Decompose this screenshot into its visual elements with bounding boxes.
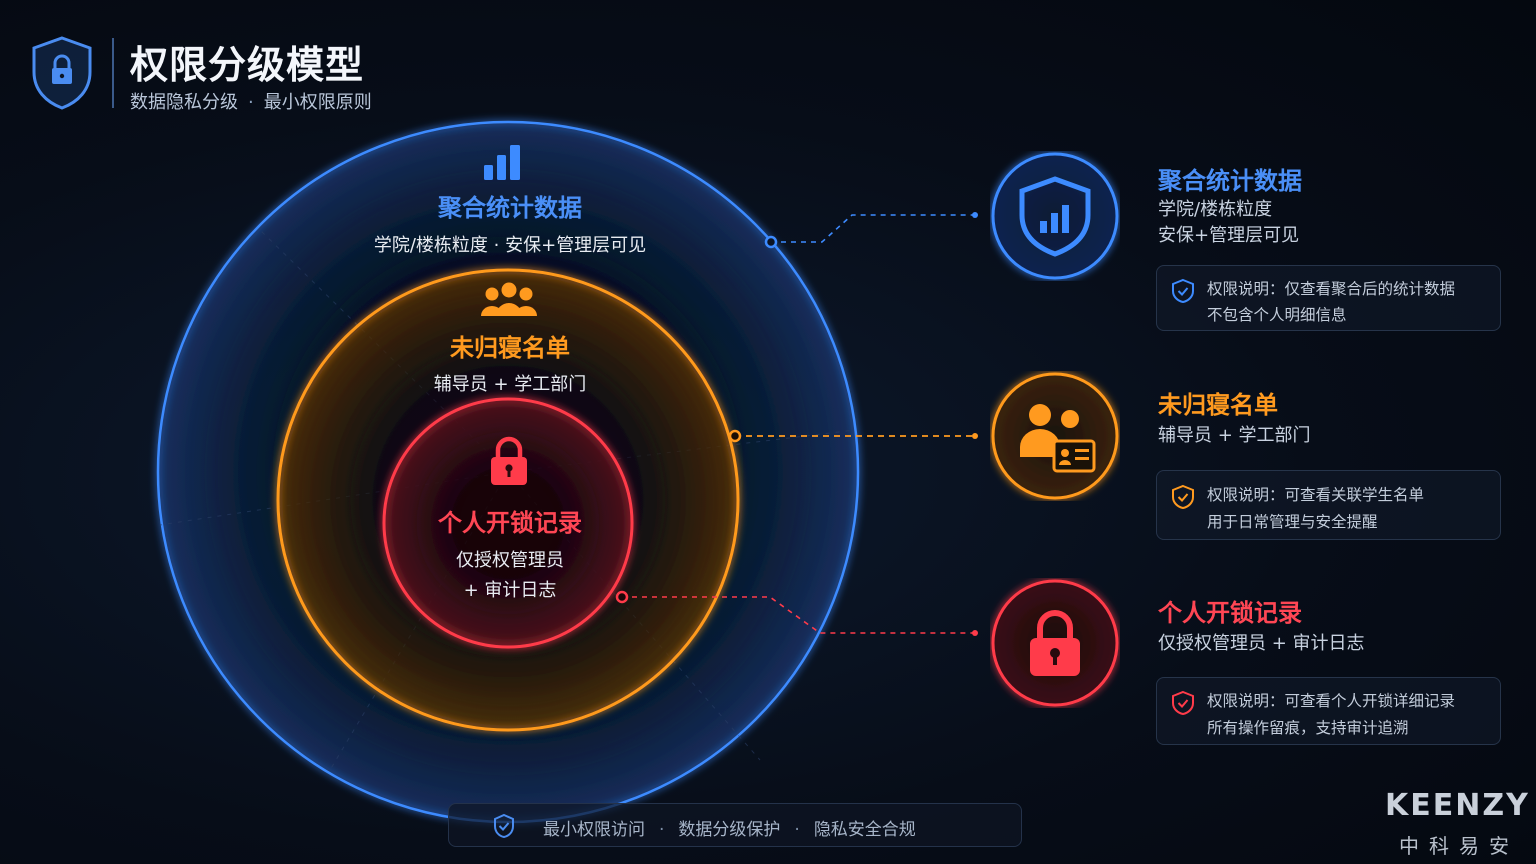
brand-logo-en: KEENZY (1385, 788, 1530, 823)
page-title: 权限分级模型 (130, 43, 365, 87)
tier3-note-box: 权限说明：可查看个人开锁详细记录 所有操作留痕，支持审计追溯 (1156, 677, 1501, 745)
middle-ring-subtitle: 辅导员 + 学工部门 (433, 374, 587, 395)
tier1-title: 聚合统计数据 (1158, 167, 1302, 195)
page-subtitle: 数据隐私分级 · 最小权限原则 (130, 88, 372, 114)
bar-chart-icon (484, 145, 520, 180)
tier1-note-box: 权限说明：仅查看聚合后的统计数据 不包含个人明细信息 (1156, 265, 1501, 331)
inner-ring (382, 397, 634, 649)
footer-principles-bar: 最小权限访问 · 数据分级保护 · 隐私安全合规 (448, 803, 1022, 847)
subtitle-part1: 数据隐私分级 (130, 92, 238, 113)
outer-ring-title: 聚合统计数据 (438, 194, 582, 222)
tier2-title: 未归寝名单 (1158, 391, 1278, 419)
footer-separator: · (794, 820, 800, 840)
footer-item-2: 数据分级保护 (678, 820, 781, 840)
middle-ring-title: 未归寝名单 (450, 334, 570, 362)
shield-lock-icon (32, 36, 92, 110)
inner-ring-title: 个人开锁记录 (438, 509, 582, 537)
connector-blue (764, 212, 978, 249)
padlock-icon (991, 579, 1119, 707)
tier1-note-line2: 不包含个人明细信息 (1207, 306, 1347, 324)
inner-ring-subtitle-line1: 仅授权管理员 (456, 550, 564, 571)
tier3-note-line2: 所有操作留痕，支持审计追溯 (1207, 719, 1409, 737)
footer-item-1: 最小权限访问 (543, 820, 645, 840)
shield-chart-icon (991, 152, 1119, 280)
tier3-subtitle-line1: 仅授权管理员 + 审计日志 (1158, 633, 1365, 654)
inner-ring-label: 个人开锁记录 仅授权管理员 + 审计日志 (390, 503, 630, 602)
subtitle-part2: 最小权限原则 (263, 92, 372, 113)
subtitle-separator: · (248, 92, 254, 113)
shield-check-icon (1172, 690, 1194, 716)
tier2-note-line2: 用于日常管理与安全提醒 (1207, 513, 1378, 531)
footer-separator: · (659, 820, 665, 840)
outer-ring-subtitle: 学院/楼栋粒度 · 安保+管理层可见 (373, 235, 647, 256)
brand-logo-cn: 中科易安 (1399, 834, 1519, 858)
shield-check-icon (494, 813, 514, 839)
tier1-subtitle-line1: 学院/楼栋粒度 (1158, 199, 1273, 220)
tier2-note-box: 权限说明：可查看关联学生名单 用于日常管理与安全提醒 (1156, 470, 1501, 540)
footer-text: 最小权限访问 · 数据分级保护 · 隐私安全合规 (543, 815, 916, 840)
tier3-note-line1: 权限说明：可查看个人开锁详细记录 (1207, 692, 1456, 710)
header-divider (112, 38, 114, 108)
people-group-icon (481, 282, 537, 316)
connector-red (615, 590, 978, 636)
tier3-title: 个人开锁记录 (1158, 599, 1302, 627)
outer-ring-label: 聚合统计数据 学院/楼栋粒度 · 安保+管理层可见 (310, 188, 710, 257)
tier1-note-line1: 权限说明：仅查看聚合后的统计数据 (1207, 280, 1456, 298)
middle-ring-label: 未归寝名单 辅导员 + 学工部门 (360, 328, 660, 396)
connector-orange (728, 429, 978, 443)
inner-ring-subtitle-line2: + 审计日志 (463, 580, 557, 601)
shield-check-icon (1172, 484, 1194, 510)
lock-icon (491, 436, 527, 485)
shield-check-icon (1172, 278, 1194, 304)
tier2-note-line1: 权限说明：可查看关联学生名单 (1207, 486, 1425, 504)
tier1-subtitle-line2: 安保+管理层可见 (1158, 225, 1300, 246)
footer-item-3: 隐私安全合规 (813, 820, 916, 840)
tier2-subtitle-line1: 辅导员 + 学工部门 (1158, 425, 1311, 446)
user-id-card-icon (991, 372, 1119, 500)
